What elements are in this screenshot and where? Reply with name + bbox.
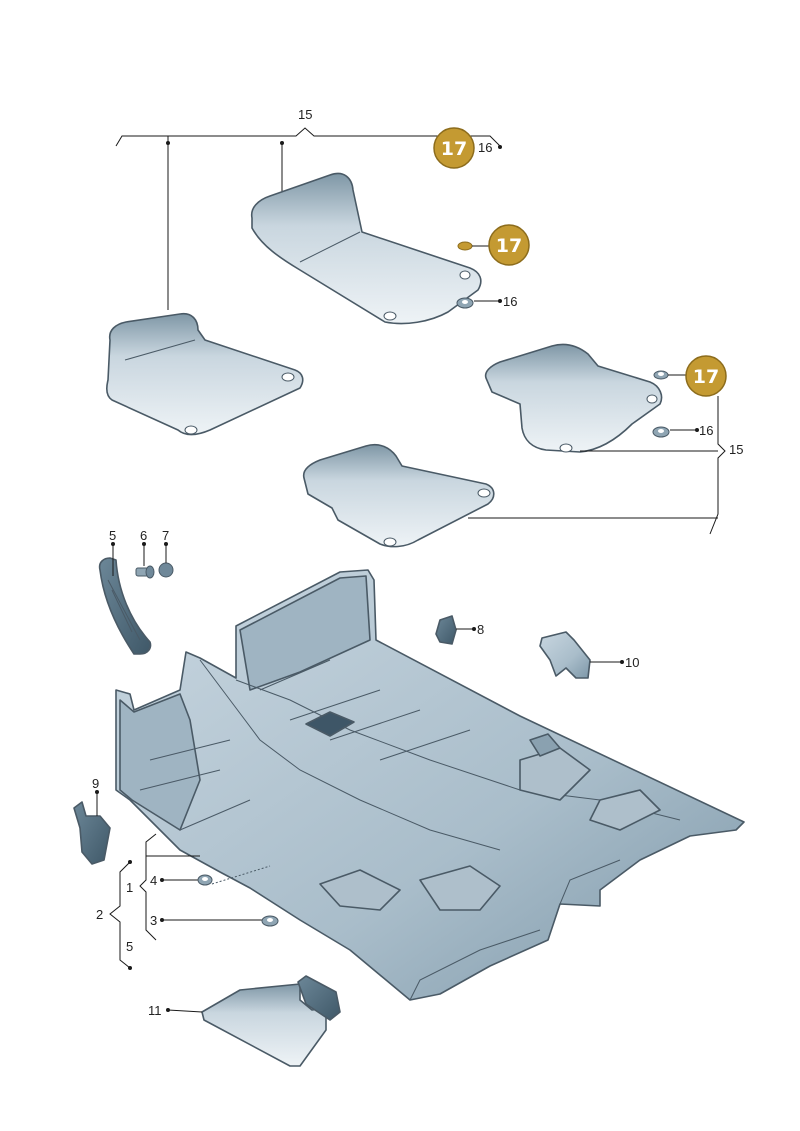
bolt-part-6 bbox=[135, 565, 155, 579]
floor-mat-front-right bbox=[484, 343, 663, 453]
floor-carpet-part-1 bbox=[115, 569, 745, 1001]
callout-label-2: 2 bbox=[96, 907, 103, 922]
insulation-part-11 bbox=[166, 975, 341, 1067]
floor-mat-front-left bbox=[250, 172, 482, 325]
callout-label-10: 10 bbox=[625, 655, 639, 670]
badge-17-mid-text: 17 bbox=[496, 235, 522, 257]
fastener-clip-16-right bbox=[652, 370, 699, 438]
callout-label-1: 1 bbox=[126, 880, 133, 895]
callout-badge-17-top: 17 bbox=[433, 127, 475, 169]
callout-label-5-top: 5 bbox=[109, 528, 116, 543]
callout-label-3: 3 bbox=[150, 913, 157, 928]
callout-label-6: 6 bbox=[140, 528, 147, 543]
callout-label-11: 11 bbox=[148, 1003, 162, 1018]
fastener-clip-16-mid bbox=[456, 241, 502, 309]
callout-label-15-top: 15 bbox=[298, 107, 312, 122]
callout-label-16-mid: 16 bbox=[503, 294, 517, 309]
bracket-part-10 bbox=[539, 631, 624, 679]
side-trim-part-5 bbox=[98, 557, 152, 655]
floor-mat-rear-left bbox=[106, 312, 304, 436]
callout-badge-17-mid: 17 bbox=[488, 224, 530, 266]
callout-label-16-right: 16 bbox=[699, 423, 713, 438]
cap-part-7 bbox=[158, 562, 174, 578]
callout-label-15-right: 15 bbox=[729, 442, 743, 457]
callout-label-7: 7 bbox=[162, 528, 169, 543]
leaders-5-6-7 bbox=[111, 542, 168, 576]
callout-15-bracket-top bbox=[115, 127, 502, 310]
callout-15-bracket-right bbox=[468, 396, 726, 535]
fastener-part-3 bbox=[160, 915, 279, 927]
badge-17-right-text: 17 bbox=[693, 366, 719, 388]
fastener-part-4 bbox=[160, 865, 271, 886]
callout-label-4: 4 bbox=[150, 873, 157, 888]
callout-label-5-bottom: 5 bbox=[126, 939, 133, 954]
callout-bracket-1-2-5 bbox=[109, 833, 200, 970]
floor-mat-rear-right bbox=[302, 443, 495, 548]
callout-badge-17-right: 17 bbox=[685, 355, 727, 397]
callout-label-9: 9 bbox=[92, 776, 99, 791]
bracket-part-8 bbox=[435, 615, 476, 645]
callout-label-16-top: 16 bbox=[478, 140, 492, 155]
badge-17-top-text: 17 bbox=[441, 138, 467, 160]
callout-label-8: 8 bbox=[477, 622, 484, 637]
clip-part-9 bbox=[73, 790, 111, 865]
